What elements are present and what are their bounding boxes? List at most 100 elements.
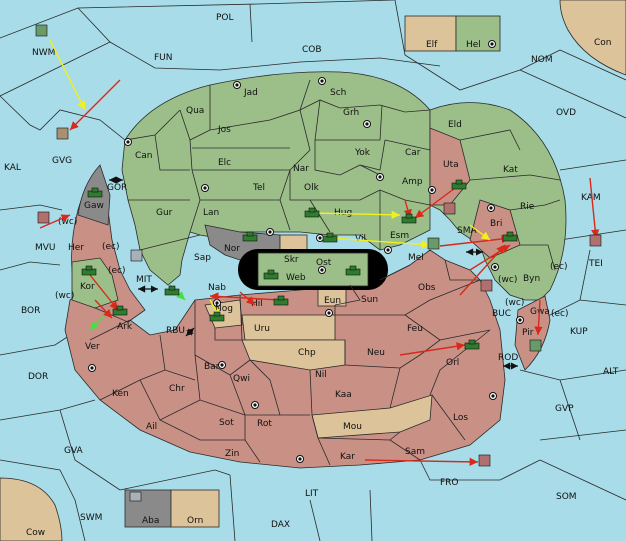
label-buc: BUC: [492, 309, 511, 319]
label-orl: Orl: [446, 358, 459, 368]
label-rod: ROD: [498, 353, 518, 363]
label-hil: Hil: [251, 299, 263, 309]
label-coast-gwa-ec: (ec): [551, 309, 569, 319]
territory-chp[interactable]: [241, 339, 346, 371]
label-rie: Rie: [520, 202, 535, 212]
label-los: Los: [453, 413, 468, 423]
label-cow: Cow: [26, 528, 45, 538]
label-elc: Elc: [218, 158, 231, 168]
label-bor: BOR: [21, 306, 40, 316]
label-sun: Sun: [361, 295, 378, 305]
label-coast-kor-wc: (wc): [55, 291, 74, 301]
label-ken: Ken: [112, 389, 129, 399]
label-jos: Jos: [217, 125, 231, 135]
label-chr: Chr: [169, 384, 185, 394]
label-sch: Sch: [330, 88, 346, 98]
label-feu: Feu: [407, 324, 423, 334]
label-ver: Ver: [85, 342, 100, 352]
label-mel: Mel: [408, 253, 424, 263]
label-fro: FRO: [440, 478, 459, 488]
label-ail: Ail: [146, 422, 157, 432]
label-kal: KAL: [4, 163, 21, 173]
label-olk: Olk: [304, 183, 320, 193]
label-yok: Yok: [354, 148, 371, 158]
borders-south: [89, 259, 491, 466]
label-esm: Esm: [390, 231, 409, 241]
label-coast-her-ec: (ec): [102, 242, 120, 252]
label-mou: Mou: [343, 422, 362, 432]
label-gvg: GVG: [52, 156, 72, 166]
label-kor: Kor: [80, 282, 95, 292]
label-eld: Eld: [448, 120, 462, 130]
label-uru: Uru: [254, 324, 270, 334]
strait-arrows: [109, 176, 518, 370]
order-arrows: [39, 39, 600, 467]
label-som: SOM: [556, 492, 577, 502]
label-nil: Nil: [315, 370, 327, 380]
label-ark: Ark: [117, 322, 133, 332]
label-nor: Nor: [224, 244, 240, 254]
label-gvp: GVP: [555, 404, 574, 414]
label-rot: Rot: [257, 419, 272, 429]
label-rbu: RBU: [166, 326, 185, 336]
label-jad: Jad: [243, 88, 258, 98]
label-grh: Grh: [343, 108, 359, 118]
label-swm: SWM: [80, 513, 102, 523]
label-qua: Qua: [186, 106, 204, 116]
label-car: Car: [405, 148, 421, 158]
label-amp: Amp: [402, 177, 423, 187]
label-gur: Gur: [156, 208, 173, 218]
label-alt: ALT: [603, 367, 619, 377]
label-sam: Sam: [405, 447, 425, 457]
label-skr: Skr: [284, 255, 299, 265]
label-fun: FUN: [154, 53, 173, 63]
label-coast-byn-ec: (ec): [550, 262, 568, 272]
label-gva: GVA: [64, 446, 84, 456]
label-bri: Bri: [490, 219, 502, 229]
territory-cow[interactable]: [0, 477, 63, 541]
label-her: Her: [68, 243, 84, 253]
label-sap: Sap: [194, 253, 211, 263]
label-vil: Vil: [355, 234, 366, 244]
region-east-green: [429, 102, 567, 301]
label-tel: Tel: [252, 183, 265, 193]
label-dor: DOR: [28, 372, 48, 382]
label-uta: Uta: [443, 160, 459, 170]
label-dax: DAX: [271, 520, 290, 530]
label-lan: Lan: [203, 208, 219, 218]
legend-orn: [170, 489, 220, 528]
label-gor: GOR: [107, 183, 127, 193]
label-pir: Pir: [522, 328, 534, 338]
label-neu: Neu: [367, 348, 385, 358]
label-gaw: Gaw: [84, 201, 104, 211]
label-qwi: Qwi: [233, 374, 250, 384]
territory-con[interactable]: [559, 0, 626, 76]
label-lit: LIT: [305, 489, 319, 499]
label-mvu: MVU: [35, 243, 56, 253]
label-pol: POL: [216, 13, 234, 23]
label-hug: Hug: [334, 208, 352, 218]
label-hel: Hel: [466, 40, 481, 50]
label-sot: Sot: [219, 418, 234, 428]
label-kat: Kat: [503, 165, 518, 175]
label-web: Web: [286, 273, 306, 283]
label-bar: Bar: [204, 362, 220, 372]
label-kar: Kar: [340, 452, 355, 462]
borders-green: [124, 79, 561, 271]
label-coast-byn-wc: (wc): [498, 275, 517, 285]
territory-labels: POL FUN COB NOM Con OVD KAL KAM TEI KUP …: [4, 13, 619, 538]
label-coast-gwa-wc: (wc): [505, 298, 524, 308]
label-elf: Elf: [426, 40, 438, 50]
legend-elf: [404, 15, 457, 52]
label-kup: KUP: [570, 327, 588, 337]
label-nom: NOM: [531, 55, 553, 65]
label-orn: Orn: [187, 516, 203, 526]
label-chp: Chp: [298, 348, 316, 358]
label-mit: MIT: [136, 275, 152, 285]
supply-centers: [88, 40, 524, 463]
label-aba: Aba: [142, 516, 159, 526]
label-nwm: NWM: [32, 48, 55, 58]
label-nab: Nab: [208, 283, 226, 293]
label-can: Can: [135, 151, 153, 161]
